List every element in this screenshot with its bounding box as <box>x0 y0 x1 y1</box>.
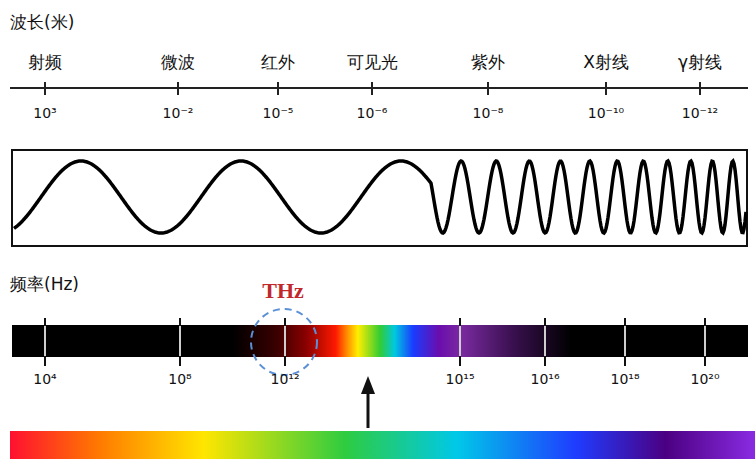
spectrum-bar <box>12 325 748 357</box>
frequency-value: 10²⁰ <box>690 372 719 387</box>
wave-box <box>12 150 747 246</box>
band-name: 红外 <box>261 53 295 72</box>
frequency-value: 10¹⁵ <box>445 372 474 387</box>
wavelength-value: 10³ <box>33 106 56 121</box>
frequency-value: 10⁴ <box>33 372 56 387</box>
wavelength-value: 10⁻⁸ <box>473 106 504 121</box>
wave-curve <box>14 161 746 233</box>
wavelength-value: 10⁻⁵ <box>263 106 294 121</box>
frequency-value: 10⁸ <box>168 372 191 387</box>
axis-title: 频率(Hz) <box>10 275 79 294</box>
bar-ticks-inner <box>45 326 705 356</box>
wavelength-value: 10⁻¹⁰ <box>588 106 624 121</box>
axis-ticks <box>45 82 700 95</box>
band-name: 可见光 <box>347 53 398 72</box>
thz-label: THz <box>262 279 304 303</box>
thz-dashed-circle <box>251 309 317 375</box>
frequency-value: 10¹² <box>270 372 299 387</box>
frequency-value: 10¹⁶ <box>530 372 559 387</box>
pointer-arrowhead <box>361 376 375 394</box>
wavelength-axis <box>10 87 748 89</box>
pointer-arrow <box>367 392 370 428</box>
bar-ticks <box>45 318 705 366</box>
band-name: 射频 <box>28 53 62 72</box>
band-name: X射线 <box>583 53 629 72</box>
band-name: γ射线 <box>678 53 722 72</box>
wavelength-value: 10⁻⁶ <box>357 106 388 121</box>
frequency-value: 10¹⁸ <box>610 372 639 387</box>
band-name: 紫外 <box>471 53 505 72</box>
wavelength-value: 10⁻² <box>163 106 194 121</box>
band-name: 微波 <box>161 53 195 72</box>
wavelength-value: 10⁻¹² <box>682 106 718 121</box>
visible-rainbow-bar <box>10 431 755 459</box>
axis-title: 波长(米) <box>10 13 74 32</box>
